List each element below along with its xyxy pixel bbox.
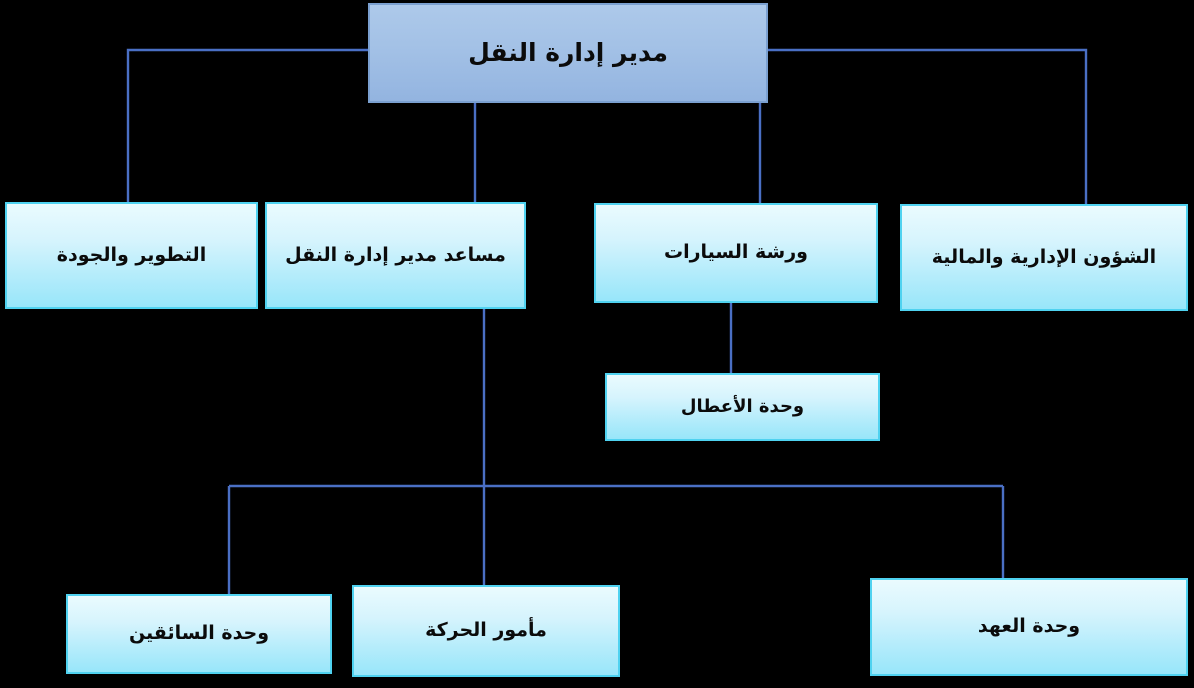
edge-root-to-development-quality — [126, 48, 368, 203]
edge-root-to-admin-finance — [768, 48, 1088, 205]
node-car-workshop-label: ورشة السيارات — [664, 241, 808, 264]
node-car-workshop[interactable]: ورشة السيارات — [594, 203, 878, 303]
node-faults-unit[interactable]: وحدة الأعطال — [605, 373, 880, 441]
node-assistant-director[interactable]: مساعد مدير إدارة النقل — [265, 202, 526, 309]
node-custody-unit-label: وحدة العهد — [977, 615, 1081, 638]
node-admin-finance-label: الشؤون الإدارية والمالية — [931, 245, 1157, 268]
node-root[interactable]: مدير إدارة النقل — [368, 3, 768, 103]
node-drivers-unit[interactable]: وحدة السائقين — [66, 594, 332, 674]
node-admin-finance[interactable]: الشؤون الإدارية والمالية — [900, 204, 1188, 311]
node-movement-officer-label: مأمور الحركة — [425, 619, 547, 642]
node-root-label: مدير إدارة النقل — [468, 38, 668, 68]
node-movement-officer[interactable]: مأمور الحركة — [352, 585, 620, 677]
node-development-quality[interactable]: التطوير والجودة — [5, 202, 258, 309]
node-custody-unit[interactable]: وحدة العهد — [870, 578, 1188, 676]
node-development-quality-label: التطوير والجودة — [56, 243, 207, 266]
node-faults-unit-label: وحدة الأعطال — [680, 395, 805, 417]
node-assistant-director-label: مساعد مدير إدارة النقل — [285, 243, 506, 266]
node-drivers-unit-label: وحدة السائقين — [128, 622, 270, 645]
